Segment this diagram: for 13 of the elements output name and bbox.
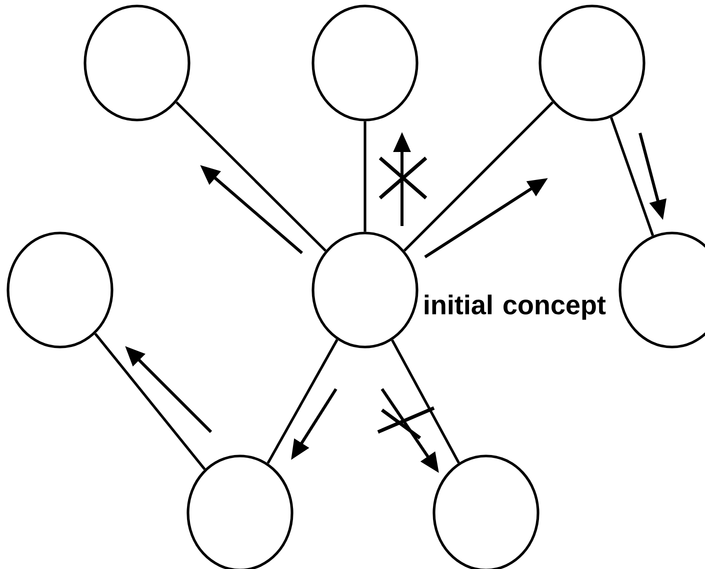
connector-line xyxy=(266,339,338,464)
connector-line xyxy=(176,101,326,252)
connector-line xyxy=(403,101,554,252)
node-caption: initial concept xyxy=(424,294,606,320)
circle-node xyxy=(538,4,646,122)
circle-node xyxy=(84,4,190,122)
circle-node xyxy=(6,232,114,348)
connector-line xyxy=(391,340,460,464)
circle-node xyxy=(312,232,418,348)
connector-line xyxy=(610,116,654,236)
connector-line xyxy=(94,332,206,470)
connector-line xyxy=(364,121,366,232)
circle-node xyxy=(312,4,418,122)
